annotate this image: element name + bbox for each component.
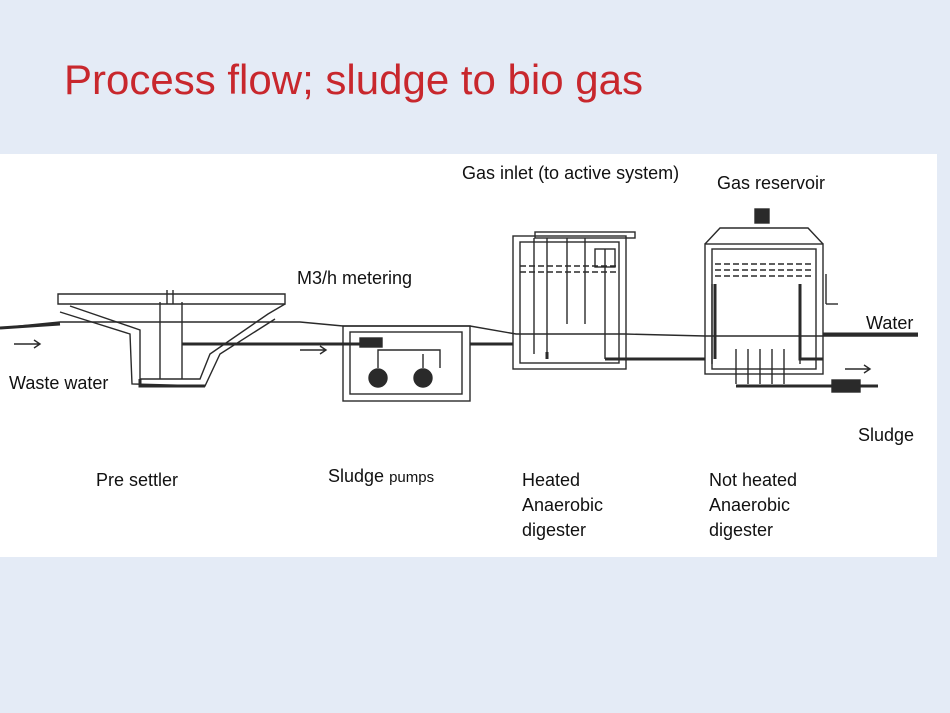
pre-settler-tank — [57, 290, 286, 387]
inflow-arrow — [14, 339, 42, 349]
slide-title: Process flow; sludge to bio gas — [64, 56, 643, 103]
heated-line-3: digester — [522, 520, 587, 540]
waste-water-label: Waste water — [9, 373, 109, 393]
process-schematic — [0, 208, 918, 402]
ground-line — [0, 321, 918, 337]
not-heated-line-3: digester — [709, 520, 774, 540]
sludge-output-label: Sludge — [858, 425, 915, 445]
sludge-pump-pit — [342, 325, 471, 402]
heated-digester-tank — [512, 231, 636, 370]
pre-settler-label: Pre settler — [96, 470, 179, 490]
gas-inlet-label: Gas inlet (to active system) — [462, 162, 679, 184]
metering-label: M3/h metering — [297, 268, 413, 288]
heated-line-1: Heated — [522, 470, 581, 490]
outflow-arrow — [845, 364, 872, 374]
sludge-pumps-word-1: Sludge — [328, 466, 385, 486]
sludge-outlet-valve — [831, 379, 861, 393]
sludge-pumps-word-2: pumps — [389, 469, 435, 486]
flow-arrow — [300, 345, 328, 355]
process-diagram: Gas inlet (to active system) Gas reservo… — [0, 154, 937, 557]
water-label: Water — [866, 313, 914, 333]
not-heated-line-2: Anaerobic — [709, 495, 791, 515]
gas-reservoir-label: Gas reservoir — [717, 173, 826, 193]
gas-inlet-note: (to active system) — [538, 163, 680, 183]
not-heated-line-1: Not heated — [709, 470, 798, 490]
heated-line-2: Anaerobic — [522, 495, 604, 515]
gas-inlet-text: Gas inlet — [462, 163, 534, 183]
not-heated-digester-label: Not heated Anaerobic digester — [709, 468, 797, 543]
main-pipeline — [0, 284, 918, 388]
sludge-pumps-label: Sludge pumps — [328, 465, 434, 489]
heated-digester-label: Heated Anaerobic digester — [522, 468, 603, 543]
